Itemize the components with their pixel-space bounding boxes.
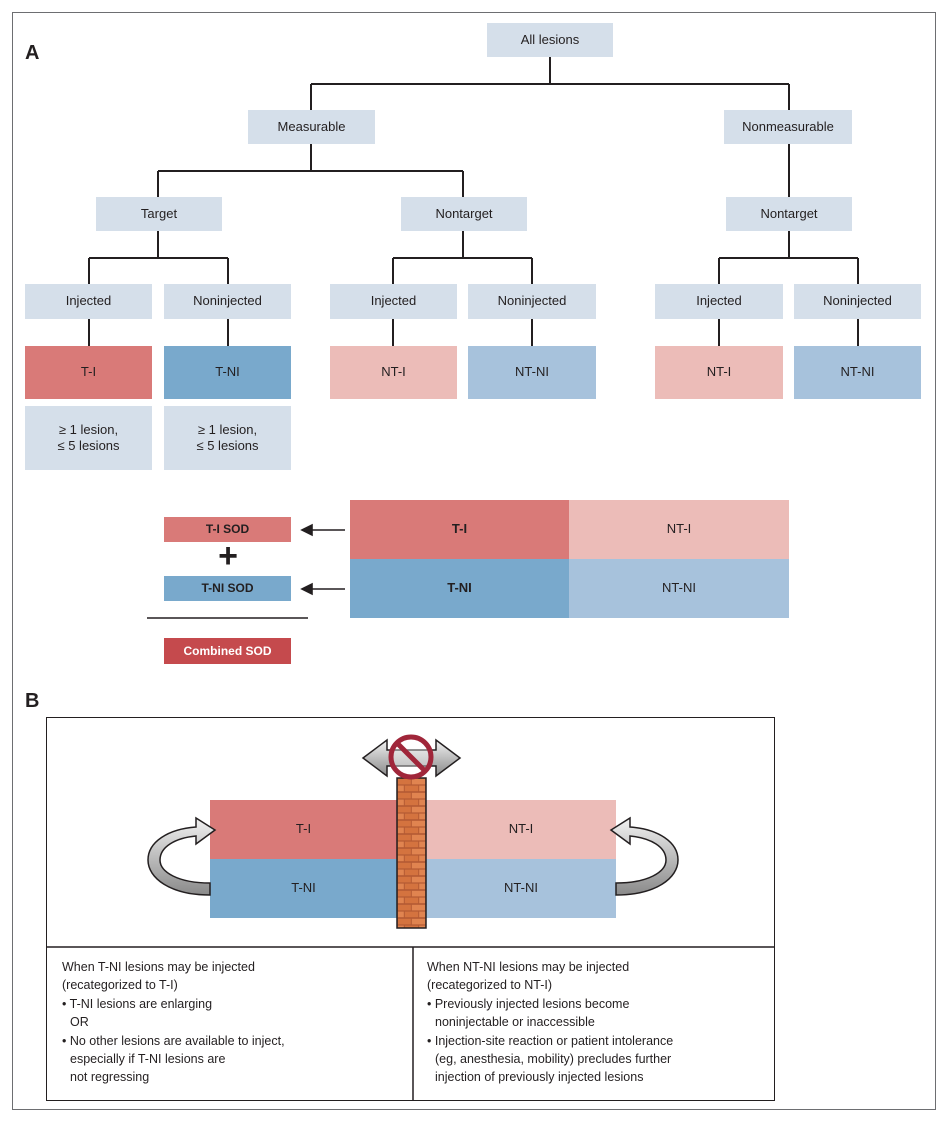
tni-sod-label: T-NI SOD xyxy=(164,576,291,601)
node-nm-noninjected: Noninjected xyxy=(794,284,921,319)
ti-limit-line2: ≤ 5 lesions xyxy=(57,438,120,453)
b-ti: T-I xyxy=(210,800,397,859)
brick-wall-icon xyxy=(396,777,427,929)
matrix-ntni: NT-NI xyxy=(569,559,789,618)
ntni-bullet1-line1: • Previously injected lesions become xyxy=(427,996,630,1011)
tni-bullet1: • T-NI lesions are enlarging xyxy=(62,996,213,1011)
leaf-ti: T-I xyxy=(25,346,152,399)
leaf-ntni-measurable: NT-NI xyxy=(468,346,596,399)
leaf-nti-measurable: NT-I xyxy=(330,346,457,399)
panel-a-label: A xyxy=(25,42,40,64)
node-nonmeasurable: Nonmeasurable xyxy=(724,110,852,144)
panel-b-box xyxy=(46,717,775,1101)
tni-or: OR xyxy=(70,1015,89,1030)
matrix-nti: NT-I xyxy=(569,500,789,559)
ntni-bullet2-line3: injection of previously injected lesions xyxy=(435,1070,644,1085)
leaf-ntni-nonmeasurable: NT-NI xyxy=(794,346,921,399)
tni-injection-criteria: When T-NI lesions may be injected (recat… xyxy=(62,958,407,1087)
tni-bullet2-line1: • No other lesions are available to inje… xyxy=(62,1033,285,1048)
leaf-tni: T-NI xyxy=(164,346,291,399)
node-nontarget-measurable: Nontarget xyxy=(401,197,527,231)
ntni-bullet1-line2: noninjectable or inaccessible xyxy=(435,1015,595,1030)
plus-sign: + xyxy=(218,536,238,575)
ntni-heading-line1: When NT-NI lesions may be injected xyxy=(427,960,630,974)
ti-sod-label: T-I SOD xyxy=(164,517,291,542)
combined-sod-label: Combined SOD xyxy=(164,638,291,664)
figure-frame xyxy=(12,12,936,1110)
node-measurable: Measurable xyxy=(248,110,375,144)
node-target-injected: Injected xyxy=(25,284,152,319)
panel-b-label: B xyxy=(25,690,40,712)
node-nontarget-nonmeasurable: Nontarget xyxy=(726,197,852,231)
b-ntni: NT-NI xyxy=(426,859,616,918)
curved-arrow-icon xyxy=(147,816,217,896)
tni-bullet2-line3: not regressing xyxy=(70,1070,150,1085)
ntni-bullet2-line1: • Injection-site reaction or patient int… xyxy=(427,1033,674,1048)
tni-bullet2-line2: especially if T-NI lesions are xyxy=(70,1052,226,1067)
ntni-heading-line2: (recategorized to NT-I) xyxy=(427,978,553,993)
node-nm-injected: Injected xyxy=(655,284,783,319)
tni-limit-line1: ≥ 1 lesion, xyxy=(197,421,258,437)
node-target-noninjected: Noninjected xyxy=(164,284,291,319)
ti-lesion-limit: ≥ 1 lesion, ≤ 5 lesions xyxy=(25,406,152,470)
b-tni: T-NI xyxy=(210,859,397,918)
matrix-ti: T-I xyxy=(350,500,569,559)
leaf-nti-nonmeasurable: NT-I xyxy=(655,346,783,399)
node-all-lesions: All lesions xyxy=(487,23,613,57)
tni-lesion-limit: ≥ 1 lesion, ≤ 5 lesions xyxy=(164,406,291,470)
node-nontarget-noninjected: Noninjected xyxy=(468,284,596,319)
node-target: Target xyxy=(96,197,222,231)
prohibition-icon xyxy=(388,734,434,780)
b-nti: NT-I xyxy=(426,800,616,859)
curved-arrow-icon xyxy=(609,816,679,896)
ntni-injection-criteria: When NT-NI lesions may be injected (reca… xyxy=(427,958,772,1087)
tni-heading-line2: (recategorized to T-I) xyxy=(62,978,178,993)
tni-heading-line1: When T-NI lesions may be injected xyxy=(62,960,255,974)
ntni-bullet2-line2: (eg, anesthesia, mobility) precludes fur… xyxy=(435,1052,672,1067)
matrix-tni: T-NI xyxy=(350,559,569,618)
tni-limit-line2: ≤ 5 lesions xyxy=(196,438,259,453)
ti-limit-line1: ≥ 1 lesion, xyxy=(58,421,119,437)
node-nontarget-injected: Injected xyxy=(330,284,457,319)
